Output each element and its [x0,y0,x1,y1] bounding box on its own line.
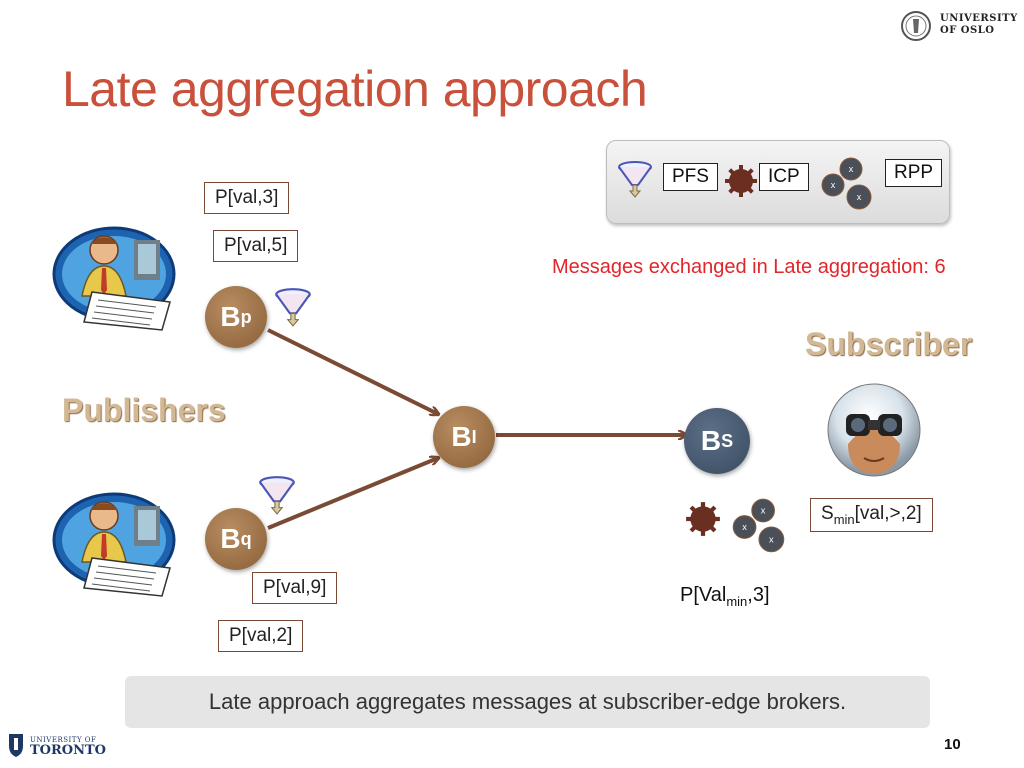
uio-line1: UNIVERSITY [940,13,1018,24]
funnel-icon [618,161,652,198]
svg-text:x: x [742,522,747,532]
result-sub: min [726,594,748,609]
caption-text: Late approach aggregates messages at sub… [208,689,847,714]
gear-icon [725,165,757,197]
arrow-bq-bi [267,458,438,530]
slide-title: Late aggregation approach [62,61,648,117]
subscription-box: Smin[val,>,2] [810,498,933,532]
uoft-line1: UNIVERSITY OF [30,736,97,744]
svg-text:x: x [831,180,836,190]
funnel-icon-bp [275,288,311,327]
subscriber-label: Subscriber [805,326,973,362]
broker-bi-sub: I [471,426,477,447]
svg-text:x: x [769,535,774,545]
broker-bq-label: B [220,523,241,554]
broker-bi-label: B [451,421,472,452]
publisher-top-picture [52,226,176,331]
broker-bp-label: B [220,301,241,332]
legend-rpp: RPP [885,159,943,187]
uoft-crest-icon [9,734,23,757]
gears-icon-bs: x x x [732,498,785,553]
legend-icp: ICP [759,163,809,191]
uoft-logo: UNIVERSITY OF TORONTO [8,732,106,762]
arrow-bp-bi [267,328,438,414]
svg-text:x: x [761,506,766,516]
messages-count-note: Messages exchanged in Late aggregation: … [552,256,946,278]
gear-icon-bs [686,502,720,536]
uio-seal-icon [901,11,931,41]
page-number: 10 [944,736,961,753]
uio-logo: UNIVERSITY OF OSLO [900,10,1018,42]
svg-text:x: x [857,192,862,202]
broker-bs-label: B [700,425,722,456]
legend-panel: PFS ICP x x x RPP [606,140,950,224]
svg-text:x: x [849,164,854,174]
message-p-val-3: P[val,3] [204,182,290,214]
message-p-val-2: P[val,2] [218,620,304,652]
gears-icon: x x x [821,157,872,210]
legend-pfs: PFS [663,163,718,191]
message-p-val-9: P[val,9] [252,572,338,604]
publisher-bottom-picture [52,492,176,597]
broker-bq-sub: q [240,528,252,549]
subscription-suffix: [val,>,2] [854,503,922,524]
aggregated-result: P[Valmin,3] [680,584,770,609]
caption-bar: Late approach aggregates messages at sub… [125,676,930,728]
funnel-icon-bq [259,476,295,515]
broker-bs-sub: S [721,430,734,451]
uoft-line2: TORONTO [30,743,107,758]
result-prefix: P[Val [680,584,727,606]
publishers-label: Publishers [62,392,226,428]
broker-bp-sub: p [240,306,252,327]
result-suffix: ,3] [747,584,770,606]
subscription-sub: min [833,511,855,527]
message-p-val-5: P[val,5] [213,230,299,262]
uio-line2: OF OSLO [940,25,995,36]
subscription-prefix: S [821,503,834,524]
subscriber-picture [827,383,921,477]
